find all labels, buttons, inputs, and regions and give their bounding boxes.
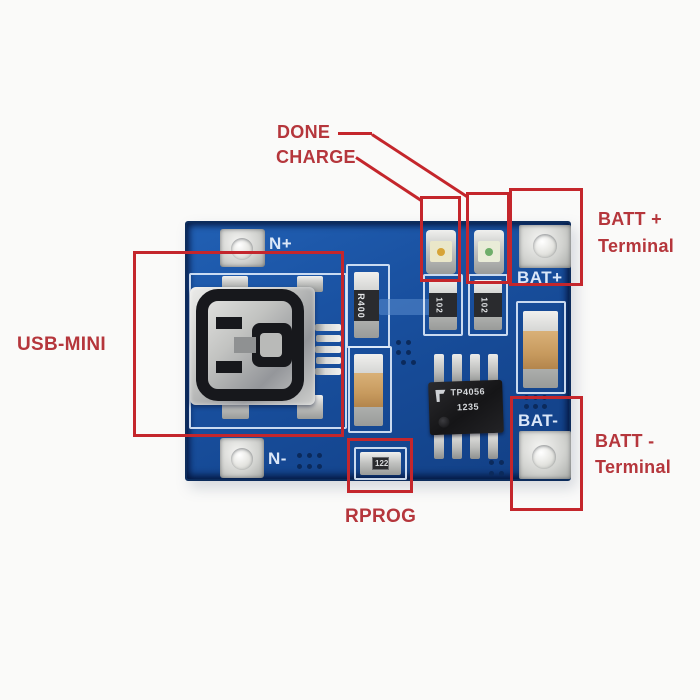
r400-marking: R400 xyxy=(355,293,366,319)
charge-label: CHARGE xyxy=(276,147,356,167)
in-plus-hole xyxy=(231,238,253,260)
rprog-frame xyxy=(354,447,407,480)
in-plus-pad xyxy=(220,229,265,267)
silkscreen-bat-minus: BAT- xyxy=(518,411,559,430)
batt-minus-label-line2: Terminal xyxy=(595,457,672,477)
charge-led-callout-box xyxy=(420,196,461,282)
rprog-resistor-marking: 122 xyxy=(375,459,389,468)
done-leader-line xyxy=(371,133,469,199)
left-capacitor-frame xyxy=(348,346,392,433)
rprog-label: RPROG xyxy=(345,506,417,527)
chip-logo-icon xyxy=(435,389,446,403)
usb-mini-label: USB-MINI xyxy=(17,334,106,355)
silkscreen-in-plus: N+ xyxy=(269,234,293,253)
rprog-callout-box xyxy=(347,438,413,493)
batt-plus-label-line2: Terminal xyxy=(598,236,675,256)
led-resistor-right-marking: 102 xyxy=(479,297,489,314)
chip-date-code: 1235 xyxy=(456,401,480,413)
bat-minus-hole xyxy=(532,445,556,469)
led-resistor-right-frame xyxy=(468,274,508,336)
done-led-callout-box xyxy=(466,192,510,284)
chip-part-number: TP4056 xyxy=(450,386,486,398)
usb-connector-face xyxy=(196,289,304,401)
chip-pin1-dimple xyxy=(438,416,450,428)
pcb-board: N+ N- xyxy=(185,221,571,481)
done-leader-dash xyxy=(338,132,372,135)
bat-plus-pad xyxy=(519,225,571,268)
chip-body: TP4056 1235 xyxy=(428,379,504,436)
batt-plus-label-line1: BATT + xyxy=(598,209,662,229)
batt-minus-label-line1: BATT - xyxy=(595,431,655,451)
led-resistor-left-frame xyxy=(423,274,463,336)
silkscreen-bat-plus: BAT+ xyxy=(517,268,563,287)
usb-connector-body xyxy=(190,287,315,405)
led-resistor-left-marking: 102 xyxy=(434,297,444,314)
in-minus-hole xyxy=(231,448,253,470)
in-minus-pad xyxy=(220,438,264,478)
right-capacitor-frame xyxy=(516,301,566,394)
batt-minus-callout-box xyxy=(510,396,583,511)
bat-minus-pad xyxy=(519,431,571,479)
silkscreen-in-minus: N- xyxy=(268,449,287,468)
usb-mini-callout-box xyxy=(133,251,344,437)
batt-plus-callout-box xyxy=(509,188,583,286)
done-label: DONE xyxy=(277,122,331,142)
copper-trace xyxy=(379,299,435,315)
bat-plus-hole xyxy=(533,234,557,258)
